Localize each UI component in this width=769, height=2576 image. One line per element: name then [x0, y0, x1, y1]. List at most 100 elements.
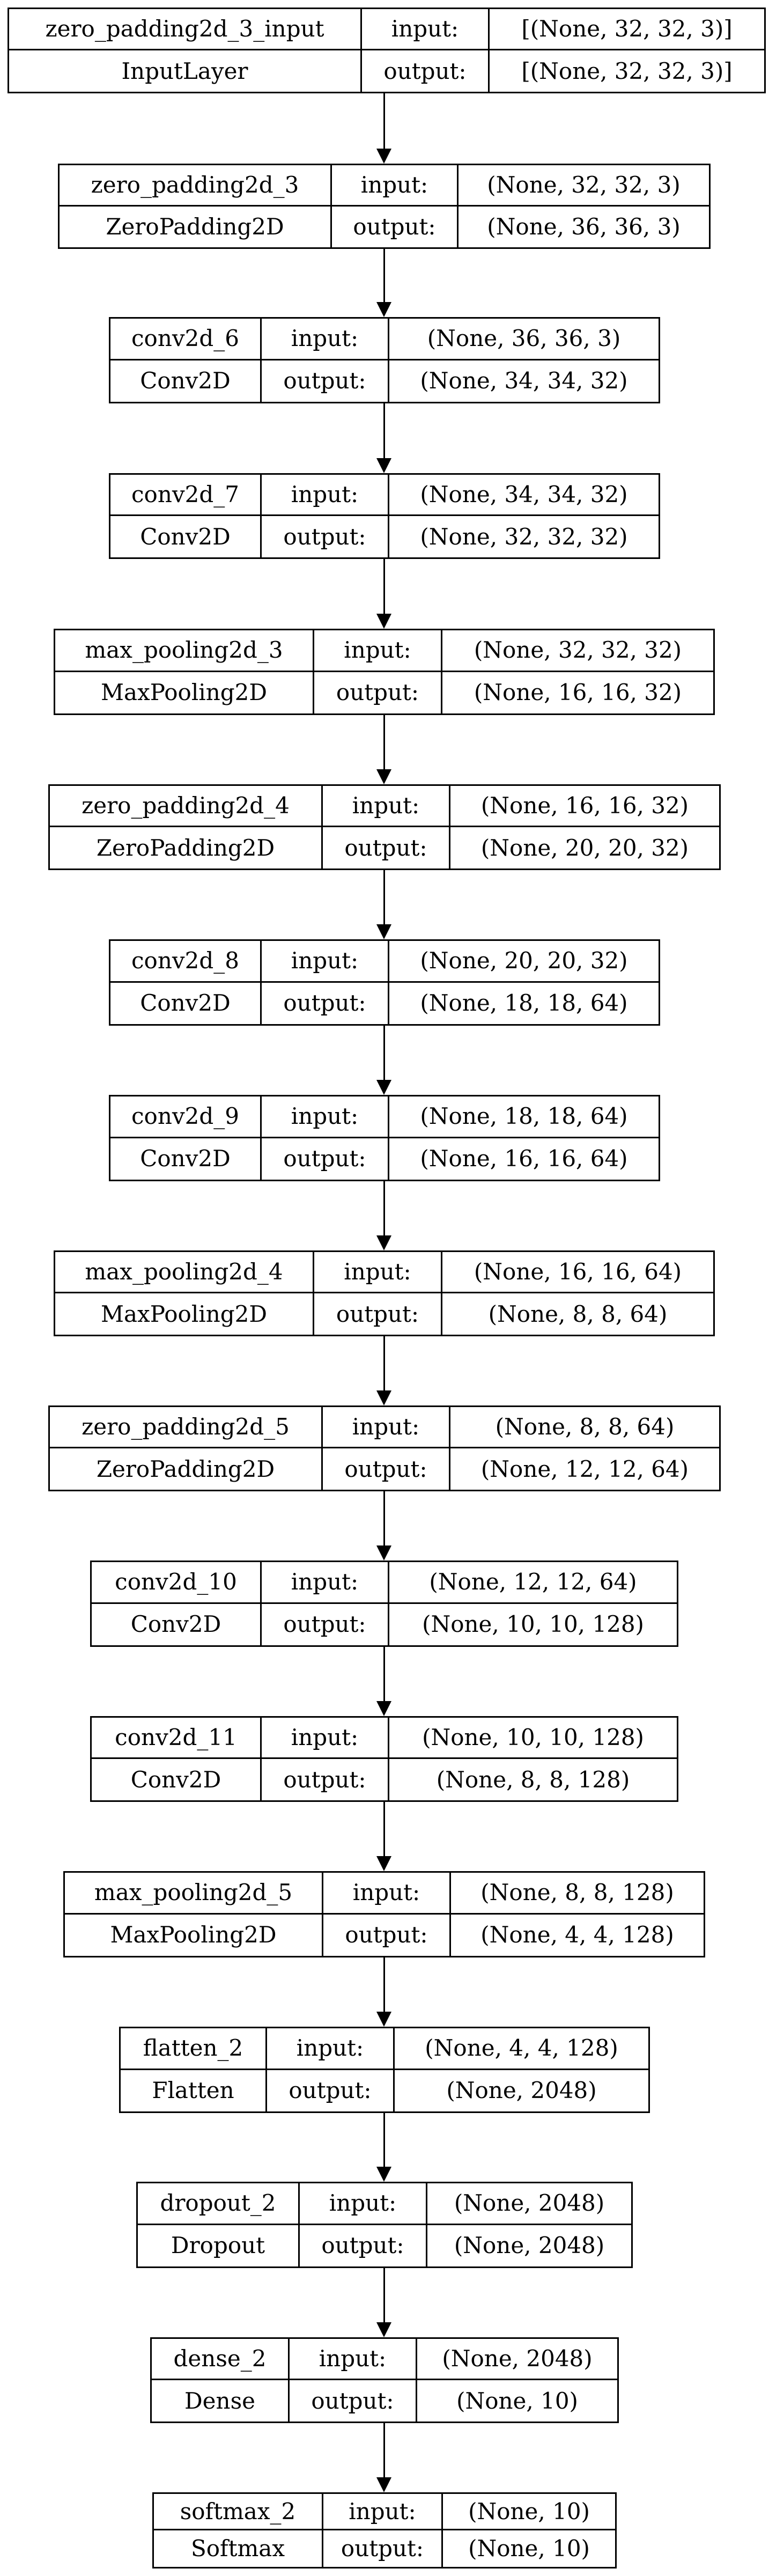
layer-type: ZeroPadding2D: [60, 206, 332, 247]
layer-type: Flatten: [121, 2070, 267, 2111]
input-label: input:: [262, 319, 389, 360]
edge-line: [383, 1957, 385, 2012]
layer-name: conv2d_6: [110, 319, 262, 360]
arrow-head-icon: [376, 1856, 391, 1871]
output-label: output:: [323, 1914, 451, 1956]
output-shape: (None, 10): [468, 2535, 590, 2562]
output-label: output:: [290, 2380, 417, 2422]
input-shape: (None, 10): [443, 2494, 615, 2530]
layer-name: max_pooling2d_5: [65, 1873, 323, 1915]
arrow-head-icon: [376, 1701, 391, 1716]
input-shape: (None, 10, 10, 128): [389, 1718, 677, 1759]
input-label: input:: [323, 1873, 451, 1915]
arrow-head-icon: [376, 2477, 391, 2492]
output-shape: (None, 12, 12, 64): [480, 1455, 689, 1482]
output-shape: (None, 16, 16, 64): [420, 1145, 628, 1172]
layer-name: conv2d_7: [110, 475, 262, 516]
layer-name: conv2d_11: [92, 1718, 262, 1759]
input-label: input:: [323, 2494, 443, 2530]
input-label: input:: [323, 786, 450, 827]
layer-name: flatten_2: [121, 2028, 267, 2070]
output-label: output:: [323, 1448, 450, 1490]
input-label: input:: [362, 9, 490, 50]
input-shape: (None, 20, 20, 32): [389, 941, 659, 983]
arrow-head-icon: [376, 1545, 391, 1561]
layer-name: max_pooling2d_4: [55, 1252, 314, 1293]
input-shape: (None, 4, 4, 128): [395, 2028, 648, 2070]
layer-type: Conv2D: [110, 360, 262, 402]
input-label: input:: [267, 2028, 395, 2070]
layer-name: dense_2: [152, 2339, 290, 2380]
output-shape: (None, 10, 10, 128): [422, 1611, 644, 1638]
layer-type: Conv2D: [110, 982, 262, 1024]
layer-type: InputLayer: [9, 50, 362, 92]
output-shape: (None, 32, 32, 32): [420, 523, 628, 550]
arrow-head-icon: [376, 614, 391, 629]
arrow-head-icon: [376, 924, 391, 939]
input-shape: (None, 16, 16, 64): [442, 1252, 713, 1293]
input-label: input:: [262, 1562, 389, 1604]
output-shape: (None, 10): [456, 2387, 578, 2414]
layer-type: MaxPooling2D: [55, 672, 314, 713]
arrow-head-icon: [376, 458, 391, 473]
input-label: input:: [314, 630, 442, 672]
output-shape: (None, 16, 16, 32): [474, 679, 682, 706]
output-shape: (None, 4, 4, 128): [480, 1922, 674, 1948]
input-shape: (None, 12, 12, 64): [389, 1562, 677, 1604]
input-shape: (None, 2048): [417, 2339, 617, 2380]
edge-line: [383, 1491, 385, 1545]
input-label: input:: [290, 2339, 417, 2380]
edge-line: [383, 93, 385, 149]
output-label: output:: [314, 1293, 442, 1335]
input-label: input:: [262, 941, 389, 983]
layer-type: Dropout: [138, 2225, 300, 2266]
output-label: output:: [267, 2070, 395, 2111]
input-shape: (None, 8, 8, 128): [451, 1873, 704, 1915]
layer-type: Softmax: [154, 2530, 323, 2567]
edge-line: [383, 1802, 385, 1856]
edge-line: [383, 2423, 385, 2477]
input-label: input:: [314, 1252, 442, 1293]
layer-type: ZeroPadding2D: [50, 827, 323, 869]
input-label: input:: [262, 1096, 389, 1138]
output-label: output:: [314, 672, 442, 713]
arrow-head-icon: [376, 2012, 391, 2027]
input-shape: (None, 36, 36, 3): [389, 319, 659, 360]
input-label: input:: [262, 1718, 389, 1759]
layer-type: MaxPooling2D: [65, 1914, 323, 1956]
edge-line: [383, 559, 385, 614]
input-shape: (None, 32, 32, 32): [442, 630, 713, 672]
output-label: output:: [300, 2225, 427, 2266]
output-label: output:: [262, 1603, 389, 1645]
output-shape: (None, 34, 34, 32): [420, 367, 628, 394]
layer-name: conv2d_9: [110, 1096, 262, 1138]
edge-line: [383, 2268, 385, 2322]
edge-line: [383, 1181, 385, 1235]
layer-type: MaxPooling2D: [55, 1293, 314, 1335]
edge-line: [383, 1026, 385, 1080]
output-shape: (None, 8, 8, 128): [436, 1766, 630, 1793]
layer-name: zero_padding2d_3_input: [9, 9, 362, 50]
edge-line: [383, 1336, 385, 1390]
layer-name: conv2d_8: [110, 941, 262, 983]
arrow-head-icon: [376, 1235, 391, 1250]
input-label: input:: [262, 475, 389, 516]
arrow-head-icon: [376, 2167, 391, 2182]
layer-type: Conv2D: [92, 1759, 262, 1800]
arrow-head-icon: [376, 2322, 391, 2337]
output-shape: (None, 20, 20, 32): [480, 834, 689, 861]
layer-name: max_pooling2d_3: [55, 630, 314, 672]
output-label: output:: [262, 982, 389, 1024]
output-shape: [(None, 32, 32, 3)]: [521, 57, 733, 84]
input-shape: (None, 18, 18, 64): [389, 1096, 659, 1138]
input-shape: (None, 2048): [427, 2183, 631, 2225]
